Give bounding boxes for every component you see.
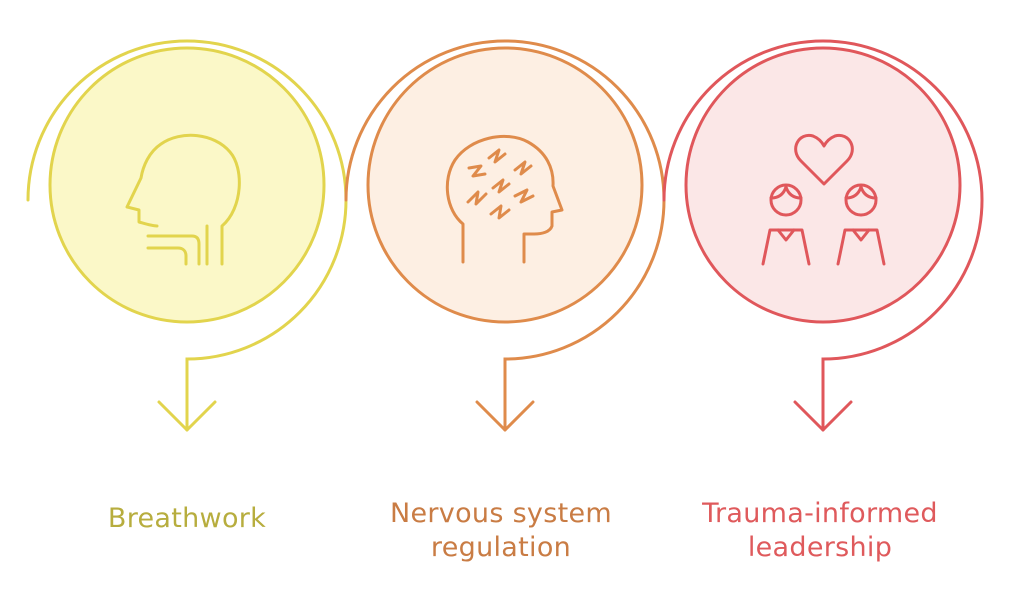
step-1-circle [48, 46, 326, 324]
two-people-heart-icon [761, 133, 886, 266]
step-1-label: Breathwork [37, 502, 337, 536]
step-1-arrow-icon [157, 400, 217, 432]
head-breathing-icon [125, 133, 241, 266]
step-1-label-line-1: Breathwork [107, 503, 267, 534]
step-3-connector-arc [662, 39, 984, 432]
step-3-label-line-2: leadership [747, 532, 893, 563]
step-breathwork [26, 39, 348, 432]
step-2-connector-arc [344, 39, 666, 432]
step-3-arrow-icon [793, 400, 853, 432]
step-trauma-informed [662, 39, 984, 432]
step-3-label: Trauma-informed leadership [670, 497, 970, 565]
brain-nerves-icon [445, 134, 564, 264]
step-2-arrow-icon [475, 400, 535, 432]
step-1-connector-arc [26, 39, 348, 432]
step-2-label-line-2: regulation [430, 532, 572, 563]
step-3-label-line-1: Trauma-informed [702, 498, 938, 529]
step-2-label-line-1: Nervous system [390, 498, 612, 529]
step-2-label: Nervous system regulation [351, 497, 651, 565]
step-2-circle [366, 46, 644, 324]
step-nervous-system [344, 39, 666, 432]
